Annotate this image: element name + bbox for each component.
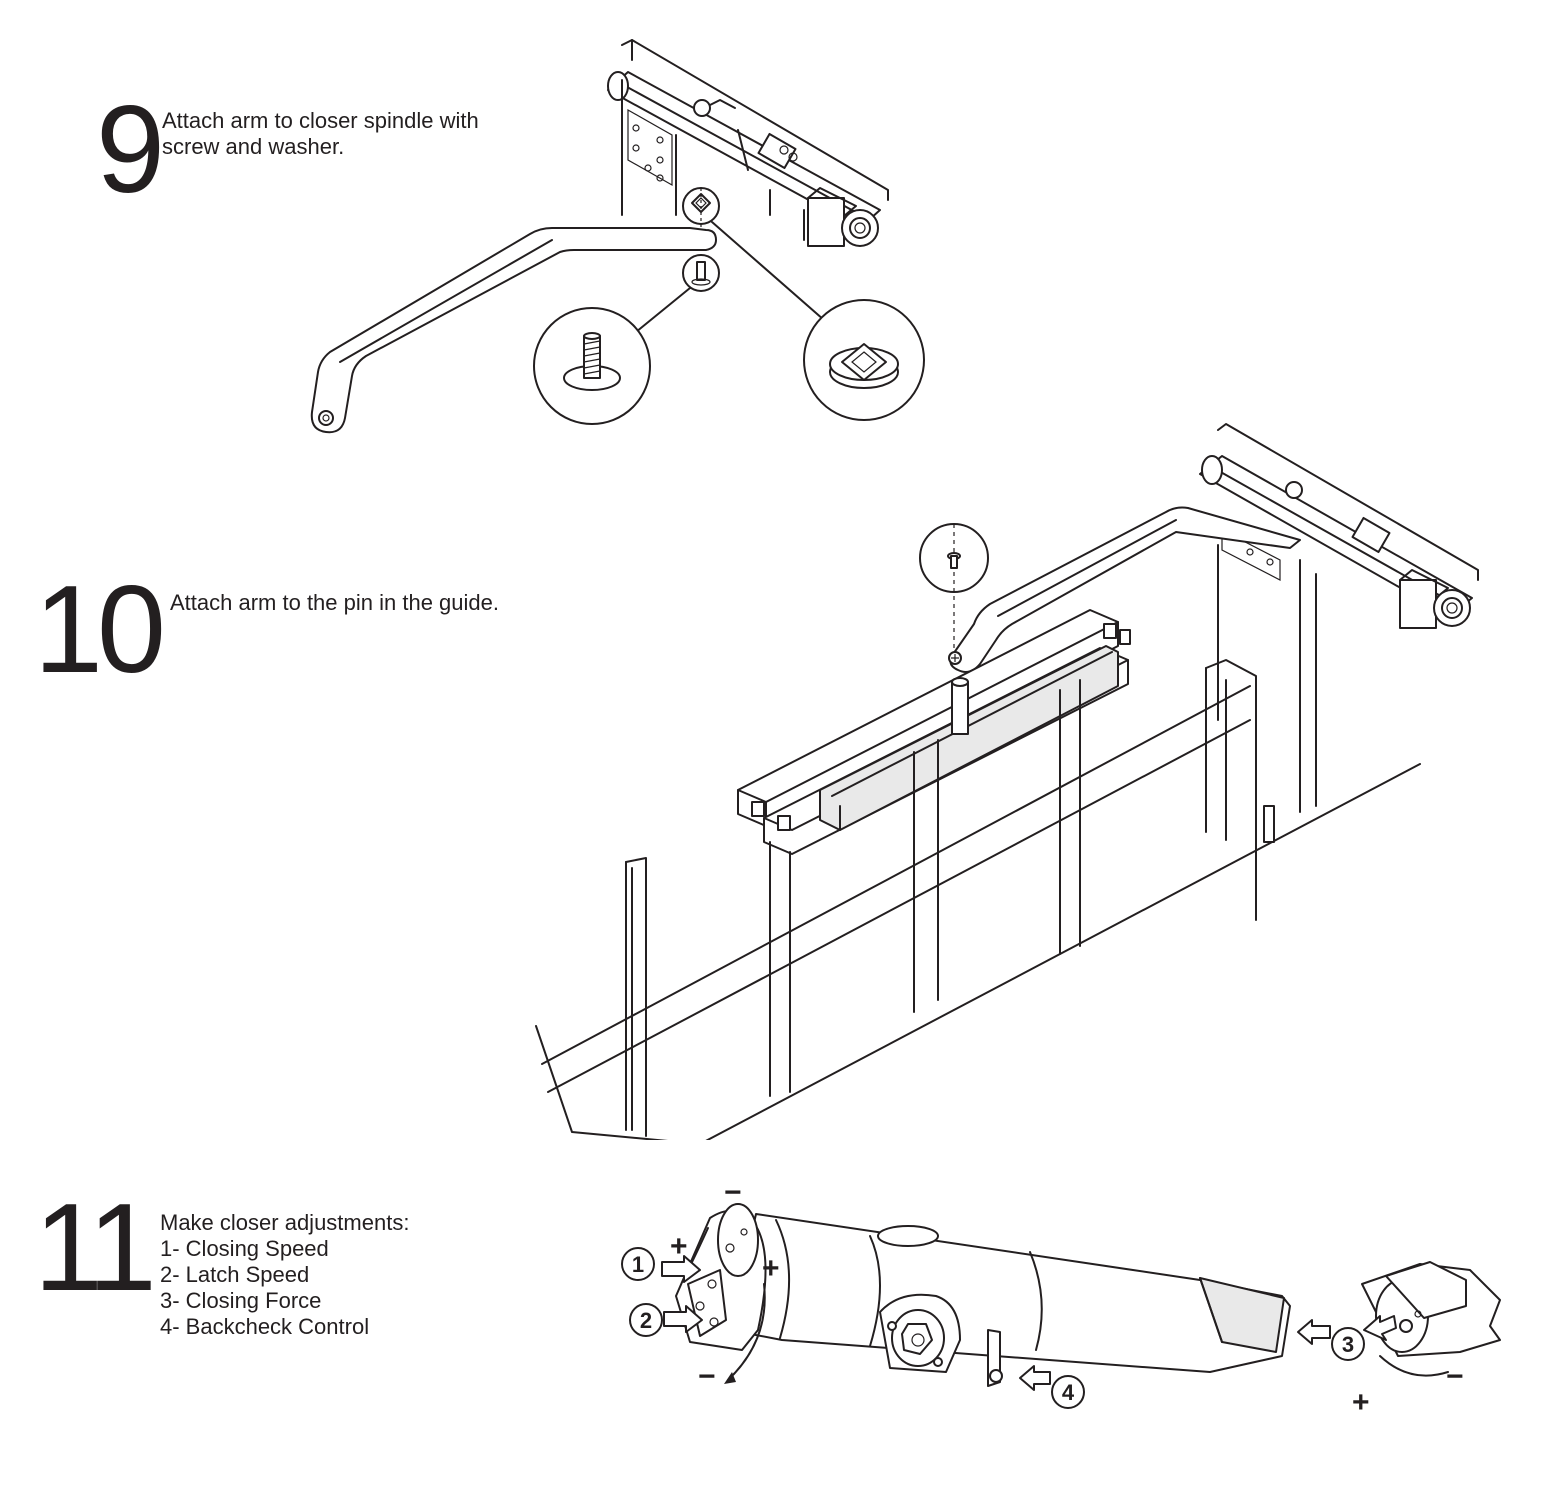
callout-1: 1 xyxy=(621,1247,655,1281)
step-10-illustration xyxy=(535,423,1479,1140)
callout-3: 3 xyxy=(1331,1327,1365,1361)
sign-plus-right: + xyxy=(762,1252,780,1285)
end-cap-11 xyxy=(1361,1261,1501,1357)
adjustment-closing-speed: 1- Closing Speed xyxy=(160,1236,329,1261)
step-11-number: 11 xyxy=(34,1179,157,1317)
adjustment-backcheck-control: 4- Backcheck Control xyxy=(160,1314,370,1339)
step-10-line-1: Attach arm to the pin in the guide. xyxy=(170,590,499,615)
sign-plus-cap: + xyxy=(1352,1386,1370,1419)
closer-body-10 xyxy=(1199,423,1479,629)
door-jamb-9 xyxy=(621,79,805,241)
step-9-line-2: screw and washer. xyxy=(162,134,345,159)
step-9-instruction: Attach arm to closer spindle with screw … xyxy=(162,108,479,160)
step-9-line-1: Attach arm to closer spindle with xyxy=(162,108,479,133)
step-10-instruction: Attach arm to the pin in the guide. xyxy=(170,590,499,616)
sign-minus-top: − xyxy=(724,1180,742,1209)
closer-body-9 xyxy=(607,39,889,247)
pin-callout xyxy=(919,523,989,650)
washer-callout xyxy=(711,221,925,421)
svg-text:4: 4 xyxy=(1062,1380,1075,1405)
screw-callout xyxy=(533,287,691,425)
adjustment-arrows xyxy=(661,1227,1449,1391)
guide-rail xyxy=(737,609,1131,1097)
callout-2: 2 xyxy=(629,1303,663,1337)
svg-text:3: 3 xyxy=(1342,1332,1354,1357)
sign-plus-left: + xyxy=(670,1230,688,1263)
svg-text:2: 2 xyxy=(640,1308,652,1333)
arm-9 xyxy=(310,227,717,434)
sign-minus-bottom: − xyxy=(698,1360,716,1393)
arm-10 xyxy=(948,506,1301,673)
closer-body-11 xyxy=(675,1203,1291,1387)
callout-4: 4 xyxy=(1051,1375,1085,1409)
step-9-number: 9 xyxy=(96,81,165,219)
step-11-heading: Make closer adjustments: xyxy=(160,1210,410,1235)
adjustment-latch-speed: 2- Latch Speed xyxy=(160,1262,310,1287)
svg-text:1: 1 xyxy=(632,1252,644,1277)
sign-minus-cap: − xyxy=(1446,1360,1464,1393)
adjustment-closing-force: 3- Closing Force xyxy=(160,1288,322,1313)
step-9-illustration xyxy=(310,39,925,434)
step-11-instruction: Make closer adjustments: 1- Closing Spee… xyxy=(160,1210,409,1340)
step-10-number: 10 xyxy=(34,561,166,699)
step-11-illustration: 1 2 3 4 − + + − + − xyxy=(621,1180,1501,1419)
